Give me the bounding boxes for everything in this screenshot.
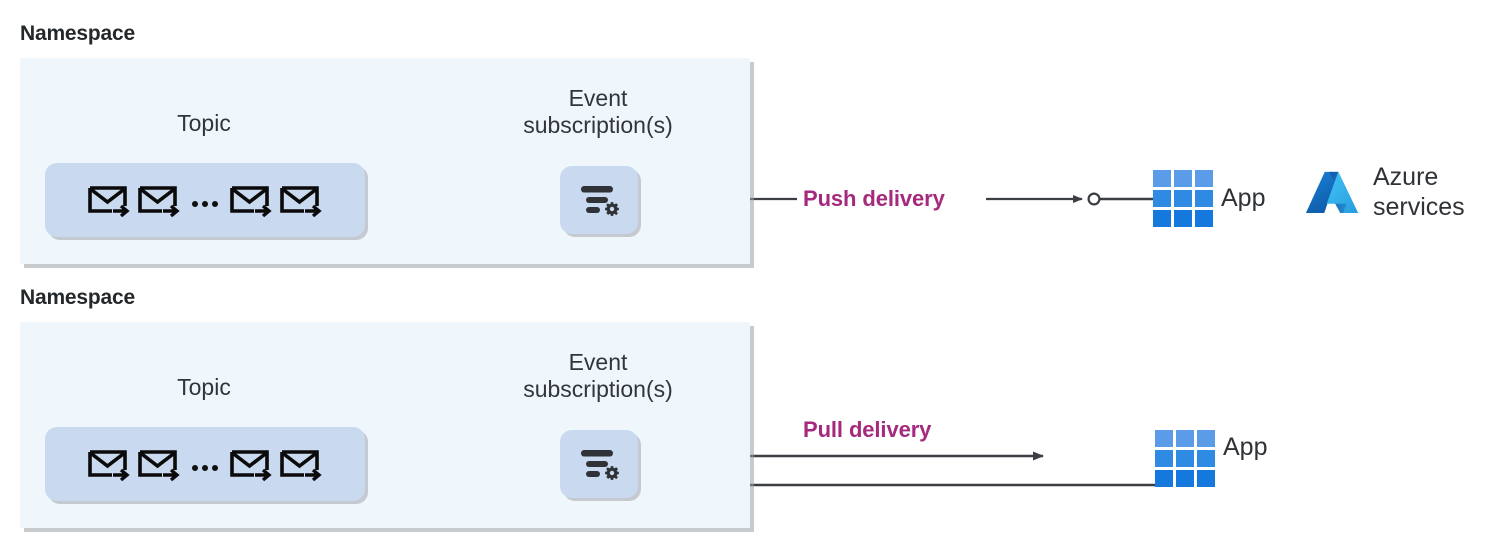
envelope-arrow-icon (138, 186, 180, 218)
envelope-arrow-icon (230, 186, 272, 218)
topic-pill-push[interactable] (45, 163, 365, 237)
envelope-arrow-icon (88, 450, 130, 482)
app-grid-icon-pull (1155, 430, 1215, 487)
namespace-title-push: Namespace (20, 22, 135, 45)
webhook-endpoint-circle (1087, 192, 1101, 206)
topic-label-push: Topic (177, 110, 231, 136)
app-label-pull: App (1223, 433, 1268, 461)
subscription-label-pull: Event subscription(s) (523, 349, 673, 403)
filter-gear-icon (581, 186, 619, 216)
push-delivery-label: Push delivery (803, 186, 945, 211)
ellipsis-icon (187, 201, 223, 207)
pull-delivery-label: Pull delivery (803, 417, 932, 442)
topic-label-pull: Topic (177, 374, 231, 400)
subscription-tile-push[interactable] (560, 166, 638, 234)
azure-services-label: Azure services (1373, 163, 1465, 221)
envelope-arrow-icon (88, 186, 130, 218)
ellipsis-icon (187, 465, 223, 471)
envelope-arrow-icon (138, 450, 180, 482)
subscription-label-push: Event subscription(s) (523, 85, 673, 139)
app-grid-icon-push (1153, 170, 1213, 227)
filter-gear-icon (581, 450, 619, 480)
envelope-arrow-icon (280, 450, 322, 482)
envelope-arrow-icon (280, 186, 322, 218)
envelope-arrow-icon (230, 450, 272, 482)
topic-pill-pull[interactable] (45, 427, 365, 501)
app-label-push: App (1221, 184, 1266, 212)
azure-logo-icon (1305, 171, 1359, 213)
subscription-tile-pull[interactable] (560, 430, 638, 498)
namespace-title-pull: Namespace (20, 286, 135, 309)
